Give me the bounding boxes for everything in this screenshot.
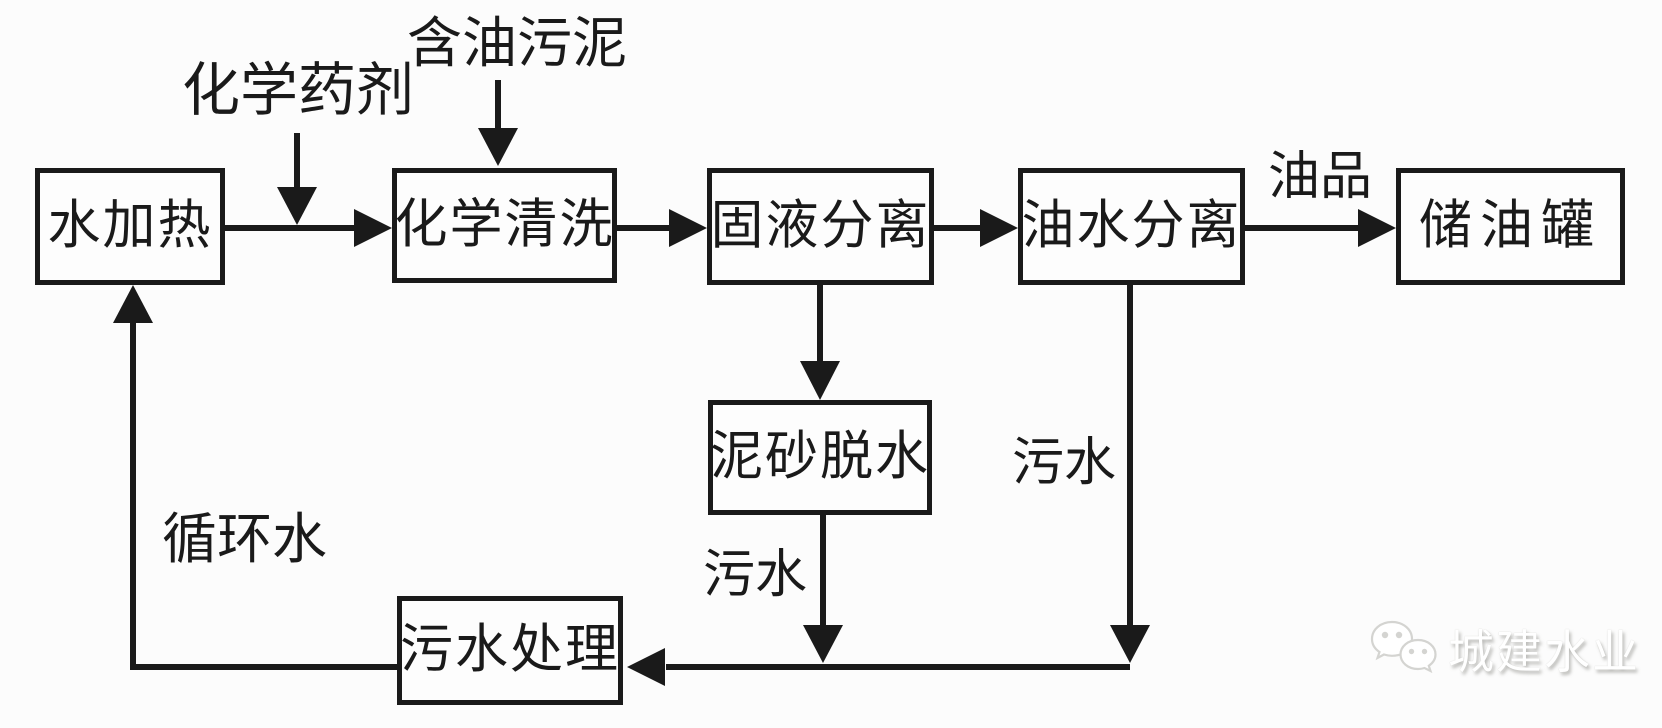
wechat-icon	[1370, 620, 1437, 674]
arrow-solid-liquid-to-sand-dewatering	[800, 285, 840, 400]
arrow-solid-liquid-to-oil-water-separation	[934, 209, 1018, 247]
label-circulating-water: 循环水	[162, 509, 328, 570]
node-water-heating: 水加热	[35, 168, 225, 285]
arrow-oil-water-separation-to-collector	[1110, 285, 1150, 663]
arrow-oil-water-separation-to-oil-storage-tank	[1245, 209, 1396, 247]
arrow-recirculation-to-water-heating	[113, 285, 397, 670]
node-oil-storage-tank: 储油罐	[1396, 168, 1625, 285]
watermark: 城建水业	[1368, 614, 1640, 684]
arrow-collector-to-sewage-treatment	[627, 648, 1130, 686]
label-oily-sludge: 含油污泥	[407, 13, 628, 74]
node-sewage-treatment: 污水处理	[397, 596, 623, 705]
label-sewage-right: 污水	[1012, 435, 1117, 492]
label-chemical-agent: 化学药剂	[182, 58, 415, 123]
arrow-sand-dewatering-to-collector	[803, 515, 843, 663]
node-sand-dewatering: 泥砂脱水	[708, 400, 932, 515]
label-oil-product: 油品	[1268, 149, 1373, 206]
node-oil-water-separation: 油水分离	[1018, 168, 1245, 285]
watermark-text: 城建水业	[1448, 626, 1640, 678]
arrow-water-heating-to-chemical-cleaning	[225, 209, 392, 247]
arrow-oily-sludge-down	[478, 80, 518, 166]
node-solid-liquid-separation: 固液分离	[707, 168, 934, 285]
arrow-chemical-cleaning-to-solid-liquid-separation	[617, 209, 707, 247]
node-chemical-cleaning: 化学清洗	[392, 168, 617, 283]
arrow-chemical-agent-down	[277, 133, 317, 225]
label-sewage-bottom: 污水	[703, 547, 808, 604]
